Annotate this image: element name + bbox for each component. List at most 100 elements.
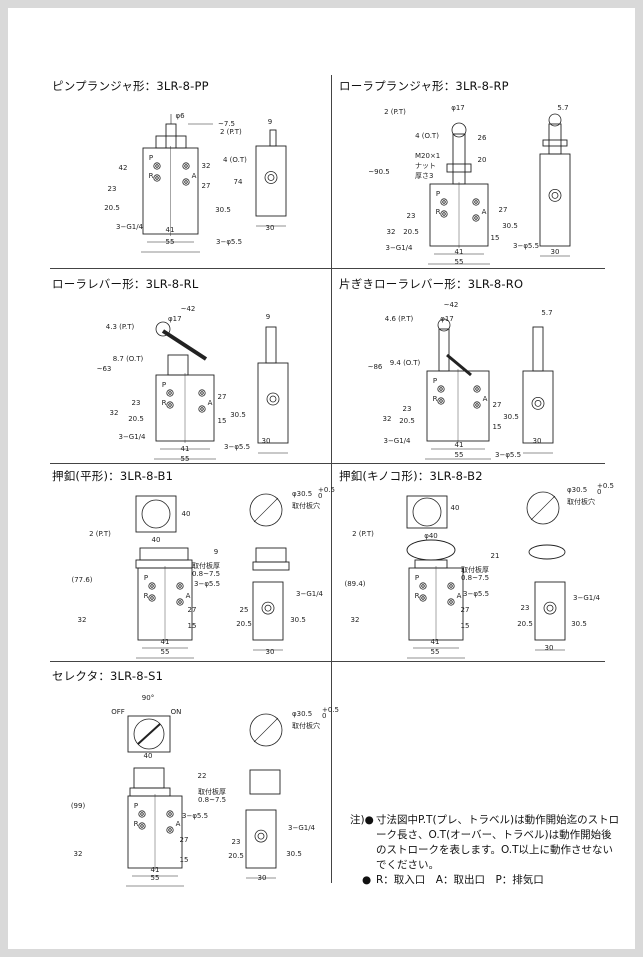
valve-body-side <box>252 581 284 641</box>
dim-label-3: 0 <box>597 488 601 496</box>
dim-label-15: 15 <box>180 856 189 864</box>
divider-vertical <box>331 75 332 883</box>
button-face <box>141 499 171 529</box>
dim-label-9: ~90.5 <box>368 168 389 176</box>
button-head <box>139 547 189 561</box>
port-hole <box>440 198 448 206</box>
dim-label-2: φ30.5 <box>292 490 312 498</box>
dim-label-6: 0 <box>322 712 326 720</box>
mount-ring <box>414 559 448 569</box>
port-label-1: R <box>134 820 139 828</box>
port-hole <box>473 385 481 393</box>
port-hole <box>198 389 206 397</box>
dim-label-6: φ40 <box>424 532 438 540</box>
dim-label-11: 30.5 <box>215 206 231 214</box>
side-port <box>548 189 562 202</box>
dim-label-21: 30 <box>545 644 554 652</box>
dim-label-13: 32 <box>351 616 360 624</box>
dim-label-0: ~42 <box>181 305 196 313</box>
dim-label-9: 取付板厚 <box>461 565 489 574</box>
dim-label-2: +0.5 <box>597 482 614 490</box>
side-port-inner <box>546 604 554 612</box>
dim-label-12: 3−G1/4 <box>116 223 144 231</box>
port-hole <box>166 389 174 397</box>
dim-label-4: 取付板穴 <box>567 497 595 506</box>
dim-label-7: 21 <box>491 552 500 560</box>
port-hole-inner <box>449 584 453 588</box>
dim-label-10: 0.8~7.5 <box>198 796 226 804</box>
dim-label-12: 3−φ5.5 <box>182 812 208 820</box>
dim-label-2: φ17 <box>440 315 454 323</box>
dim-label-22: 30 <box>258 874 267 882</box>
dim-label-12: 3−G1/4 <box>383 437 411 445</box>
dim-label-18: 20.5 <box>517 620 533 628</box>
dim-label-16: 30 <box>533 437 542 445</box>
dim-label-11: 3−φ5.5 <box>463 590 489 598</box>
port-hole <box>182 162 190 170</box>
port-hole-inner <box>200 407 204 411</box>
dim-label-16: 30 <box>266 224 275 232</box>
dim-label-17: 55 <box>151 874 160 882</box>
port-hole-inner <box>442 212 446 216</box>
dim-label-7: 9 <box>214 548 218 556</box>
dim-label-0: 90° <box>142 694 154 702</box>
dim-label-11: 15 <box>493 423 502 431</box>
side-port-inner <box>267 174 275 181</box>
dim-label-10: 0.8~7.5 <box>461 574 489 582</box>
port-hole-inner <box>168 812 172 816</box>
dim-label-8: 74 <box>234 178 243 186</box>
dim-label-19: 20.5 <box>228 852 244 860</box>
port-label-2: A <box>186 592 191 600</box>
side-port-inner <box>264 604 272 612</box>
port-label-1: R <box>415 592 420 600</box>
dim-label-7: ナット <box>415 162 436 170</box>
port-hole <box>176 582 184 590</box>
port-hole-inner <box>200 391 204 395</box>
side-port-inner <box>534 400 542 407</box>
port-label-1: R <box>436 208 441 216</box>
dim-label-6: 23 <box>403 405 412 413</box>
dim-label-13: 41 <box>181 445 190 453</box>
lever-roller <box>155 321 171 337</box>
mount-ring <box>129 787 171 797</box>
dim-label-16: 55 <box>161 648 170 656</box>
port-hole <box>419 594 427 602</box>
lever-hub <box>167 354 189 376</box>
dim-label-7: 32 <box>110 409 119 417</box>
port-hole <box>166 401 174 409</box>
dim-label-1: 4.3 (P.T) <box>106 323 135 331</box>
dim-label-20: 30.5 <box>286 850 302 858</box>
dim-label-21: 30 <box>266 648 275 656</box>
dim-line <box>253 717 279 743</box>
dim-label-14: 55 <box>166 238 175 246</box>
dim-label-5: 2 (P.T) <box>352 530 374 538</box>
dim-label-1: ~7.5 <box>218 120 235 128</box>
selector-head <box>133 767 165 789</box>
side-nut <box>542 139 568 147</box>
dim-label-8: (89.4) <box>344 580 365 588</box>
dim-label-3: 4 (O.T) <box>223 156 247 164</box>
panel-hole <box>249 713 283 747</box>
port-label-2: A <box>457 592 462 600</box>
divider-row-2 <box>50 463 605 464</box>
dim-label-3: +0.5 <box>318 486 335 494</box>
port-label-1: R <box>162 399 167 407</box>
side-selector-head <box>249 769 281 795</box>
dim-label-14: 55 <box>455 451 464 459</box>
roller <box>451 122 467 138</box>
note-bullet: ● <box>362 874 372 886</box>
port-label-0: P <box>162 381 166 389</box>
panel-hole <box>526 491 560 525</box>
dim-line <box>530 495 556 521</box>
port-hole <box>473 401 481 409</box>
lever-arm <box>161 329 208 361</box>
dim-label-18: 20.5 <box>236 620 252 628</box>
port-hole-inner <box>474 200 478 204</box>
valve-body-side <box>255 145 287 217</box>
port-hole <box>176 598 184 606</box>
port-hole <box>153 174 161 182</box>
dim-label-4: 8.7 (O.T) <box>113 355 144 363</box>
valve-body-side <box>534 581 566 641</box>
